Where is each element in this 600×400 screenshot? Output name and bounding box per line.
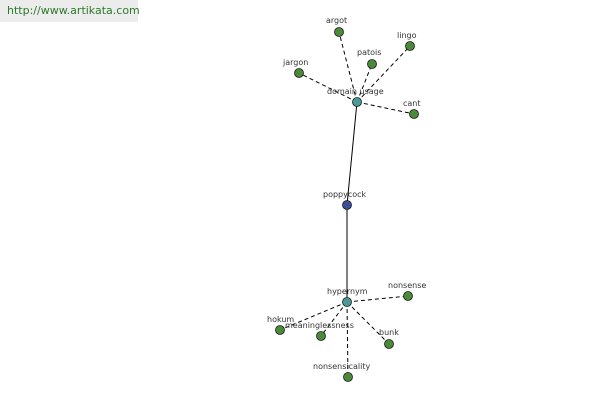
label-cant: cant [403,99,421,108]
node-nonsensicality[interactable] [343,372,353,382]
node-argot[interactable] [334,27,344,37]
node-hypernym[interactable] [342,297,352,307]
label-lingo: lingo [397,31,417,40]
node-patois[interactable] [367,59,377,69]
node-bunk[interactable] [384,339,394,349]
edge-domain-usage-jargon [298,72,358,103]
watermark-text: http://www.artikata.com [7,4,140,17]
node-cant[interactable] [409,109,419,119]
edge-hypernym-hokum [279,301,348,331]
edge-poppycock-domain-usage [346,101,358,206]
edge-domain-usage-lingo [356,45,411,103]
edge-domain-usage-patois [356,63,373,103]
label-hokum: hokum [267,315,294,324]
label-jargon: jargon [282,58,308,67]
label-nonsense: nonsense [388,281,426,290]
node-jargon[interactable] [294,68,304,78]
label-meaninglessness: meaninglessness [285,321,354,330]
label-poppycock: poppycock [323,190,367,199]
edge-hypernym-nonsensicality [346,301,349,378]
label-bunk: bunk [379,328,399,337]
node-poppycock[interactable] [342,200,352,210]
node-meaninglessness[interactable] [316,331,326,341]
nodes [275,27,419,382]
edge-hypernym-bunk [346,301,390,345]
label-argot: argot [326,16,347,25]
label-nonsensicality: nonsensicality [313,362,370,371]
node-nonsense[interactable] [403,291,413,301]
edge-domain-usage-argot [338,31,358,103]
node-domain-usage[interactable] [352,97,362,107]
node-hokum[interactable] [275,325,285,335]
labels: argot lingo patois jargon cant nonsense hokumm… [267,16,426,371]
node-lingo[interactable] [405,41,415,51]
label-domain-usage: domain usage [327,87,384,96]
edge-hypernym-nonsense [346,295,409,303]
label-hypernym: hypernym [327,287,368,296]
edges [279,31,415,378]
watermark-banner: http://www.artikata.com [0,0,140,22]
edge-domain-usage-cant [356,101,415,115]
edge-hypernym-meaninglessness [320,301,348,337]
label-patois: patois [357,48,381,57]
